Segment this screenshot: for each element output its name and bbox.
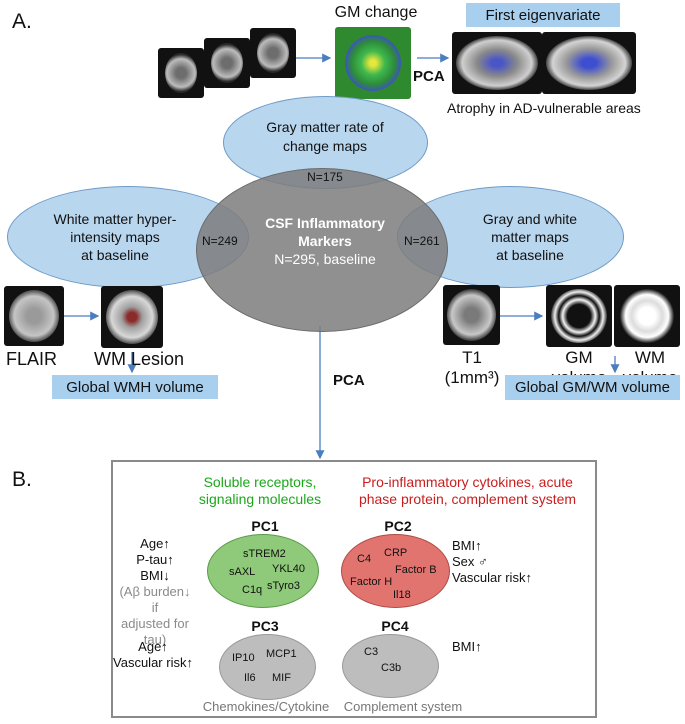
csf-title-line2: Markers xyxy=(298,233,352,249)
pca-label-top: PCA xyxy=(413,68,445,85)
gm-change-title: GM change xyxy=(334,4,418,21)
ellipse-gm-wm-line3: at baseline xyxy=(496,247,564,263)
pc1-associations: Age↑ P-tau↑ BMI↓ (Aβ burden↓ if adjusted… xyxy=(115,536,195,648)
n249-label: N=249 xyxy=(202,234,238,248)
t1-label: T1 (1mm³) xyxy=(437,348,507,388)
pc2-marker: Factor B xyxy=(395,564,437,576)
pc2-assoc: Sex ♂ xyxy=(452,554,488,569)
global-wmh-box: Global WMH volume xyxy=(52,375,218,399)
red-header-line2: phase protein, complement system xyxy=(358,491,577,507)
wm-lesion-label: WM Lesion xyxy=(94,349,185,369)
global-gmwm-box: Global GM/WM volume xyxy=(505,375,680,400)
pc3-marker: IP10 xyxy=(232,652,255,664)
ellipse-gm-wm-line1: Gray and white xyxy=(482,211,578,227)
csf-title-line1: CSF Inflammatory xyxy=(265,215,385,231)
pc1-assoc: P-tau↑ xyxy=(136,552,174,567)
pc2-marker: CRP xyxy=(384,547,408,559)
pc3-associations: Age↑ Vascular risk↑ xyxy=(98,639,208,671)
pc1-assoc: BMI↓ xyxy=(140,568,170,583)
pc2-marker: Il18 xyxy=(393,589,411,601)
ellipse-csf xyxy=(196,168,448,332)
pc2-assoc: BMI↑ xyxy=(452,538,482,553)
ellipse-csf-text: CSF Inflammatory Markers N=295, baseline xyxy=(240,214,410,268)
ellipse-gm-wm-text: Gray and white matter maps at baseline xyxy=(445,210,615,264)
first-eigenvariate-box: First eigenvariate xyxy=(466,3,620,27)
wm-label-line1: WM xyxy=(634,348,666,367)
ellipse-wmh-line3: at baseline xyxy=(81,247,149,263)
atrophy-caption: Atrophy in AD-vulnerable areas xyxy=(447,100,641,116)
pc4-marker: C3b xyxy=(381,662,402,674)
pc1-note: (Aβ burden↓ if xyxy=(119,584,191,615)
csf-subtitle: N=295, baseline xyxy=(274,251,376,267)
pc3-assoc: Vascular risk↑ xyxy=(113,655,193,670)
t1-image xyxy=(443,285,500,345)
pc3-title: PC3 xyxy=(251,618,279,634)
t1-label-line1: T1 xyxy=(462,348,482,367)
pc1-marker: C1q xyxy=(242,584,263,596)
pc3-marker: MCP1 xyxy=(266,648,297,660)
pc3-marker: MIF xyxy=(272,672,291,684)
pc1-ellipse xyxy=(207,534,319,608)
section-b-box xyxy=(111,460,597,718)
pc2-assoc: Vascular risk↑ xyxy=(452,570,532,585)
pc1-marker: YKL40 xyxy=(272,563,306,575)
pc2-title: PC2 xyxy=(384,518,412,534)
pc4-caption: Complement system xyxy=(343,699,463,714)
pc1-marker: sTyro3 xyxy=(267,580,301,592)
pca-label-center: PCA xyxy=(333,372,365,389)
n261-label: N=261 xyxy=(404,234,440,248)
red-header: Pro-inflammatory cytokines, acute phase … xyxy=(345,474,590,508)
pc1-title: PC1 xyxy=(251,518,279,534)
green-header: Soluble receptors, signaling molecules xyxy=(180,474,340,508)
eigen-brain-image-1 xyxy=(452,32,542,94)
green-header-line2: signaling molecules xyxy=(198,491,322,507)
green-header-line1: Soluble receptors, xyxy=(203,474,317,490)
brain-scan-image xyxy=(158,48,204,98)
ellipse-wmh-line1: White matter hyper- xyxy=(53,211,177,227)
pc1-assoc: Age↑ xyxy=(140,536,170,551)
pc3-assoc: Age↑ xyxy=(138,639,168,654)
brain-scan-image xyxy=(250,28,296,78)
eigen-brain-image-2 xyxy=(542,32,636,94)
ellipse-gm-rate-line2: change maps xyxy=(282,138,368,154)
wm-lesion-image xyxy=(101,286,163,348)
ellipse-gm-wm-line2: matter maps xyxy=(491,229,569,245)
n175-label: N=175 xyxy=(307,170,343,184)
pc1-marker: sAXL xyxy=(229,566,256,578)
pc1-marker: sTREM2 xyxy=(243,548,286,560)
pc1-note: adjusted for tau) xyxy=(121,616,189,647)
pc2-marker: C4 xyxy=(357,553,372,565)
pc4-ellipse xyxy=(342,634,439,698)
red-header-line1: Pro-inflammatory cytokines, acute xyxy=(362,474,573,490)
ellipse-wmh-text: White matter hyper- intensity maps at ba… xyxy=(30,210,200,264)
section-label-a: A. xyxy=(12,10,32,33)
pc3-ellipse xyxy=(219,634,316,700)
flair-image xyxy=(4,286,64,346)
pc4-marker: C3 xyxy=(364,646,379,658)
ellipse-gm-rate-text: Gray matter rate of change maps xyxy=(230,118,420,156)
ellipse-wmh-line2: intensity maps xyxy=(70,229,160,245)
pc3-marker: Il6 xyxy=(244,672,256,684)
wm-volume-image xyxy=(614,285,680,347)
t1-label-line2: (1mm³) xyxy=(444,368,500,387)
brain-scan-image xyxy=(204,38,250,88)
gm-label-line1: GM xyxy=(565,348,593,367)
pc3-caption: Chemokines/Cytokine xyxy=(202,699,330,714)
pc4-title: PC4 xyxy=(381,618,409,634)
pc2-marker: Factor H xyxy=(350,576,393,588)
pc2-associations: BMI↑ Sex ♂ Vascular risk↑ xyxy=(452,538,532,586)
ellipse-gm-rate-line1: Gray matter rate of xyxy=(266,119,384,135)
pc2-ellipse xyxy=(341,534,450,608)
pc4-associations: BMI↑ xyxy=(452,639,482,654)
gm-volume-image xyxy=(546,285,612,347)
section-label-b: B. xyxy=(12,468,32,491)
flair-label: FLAIR xyxy=(6,349,58,369)
gm-change-map-image xyxy=(335,27,411,99)
